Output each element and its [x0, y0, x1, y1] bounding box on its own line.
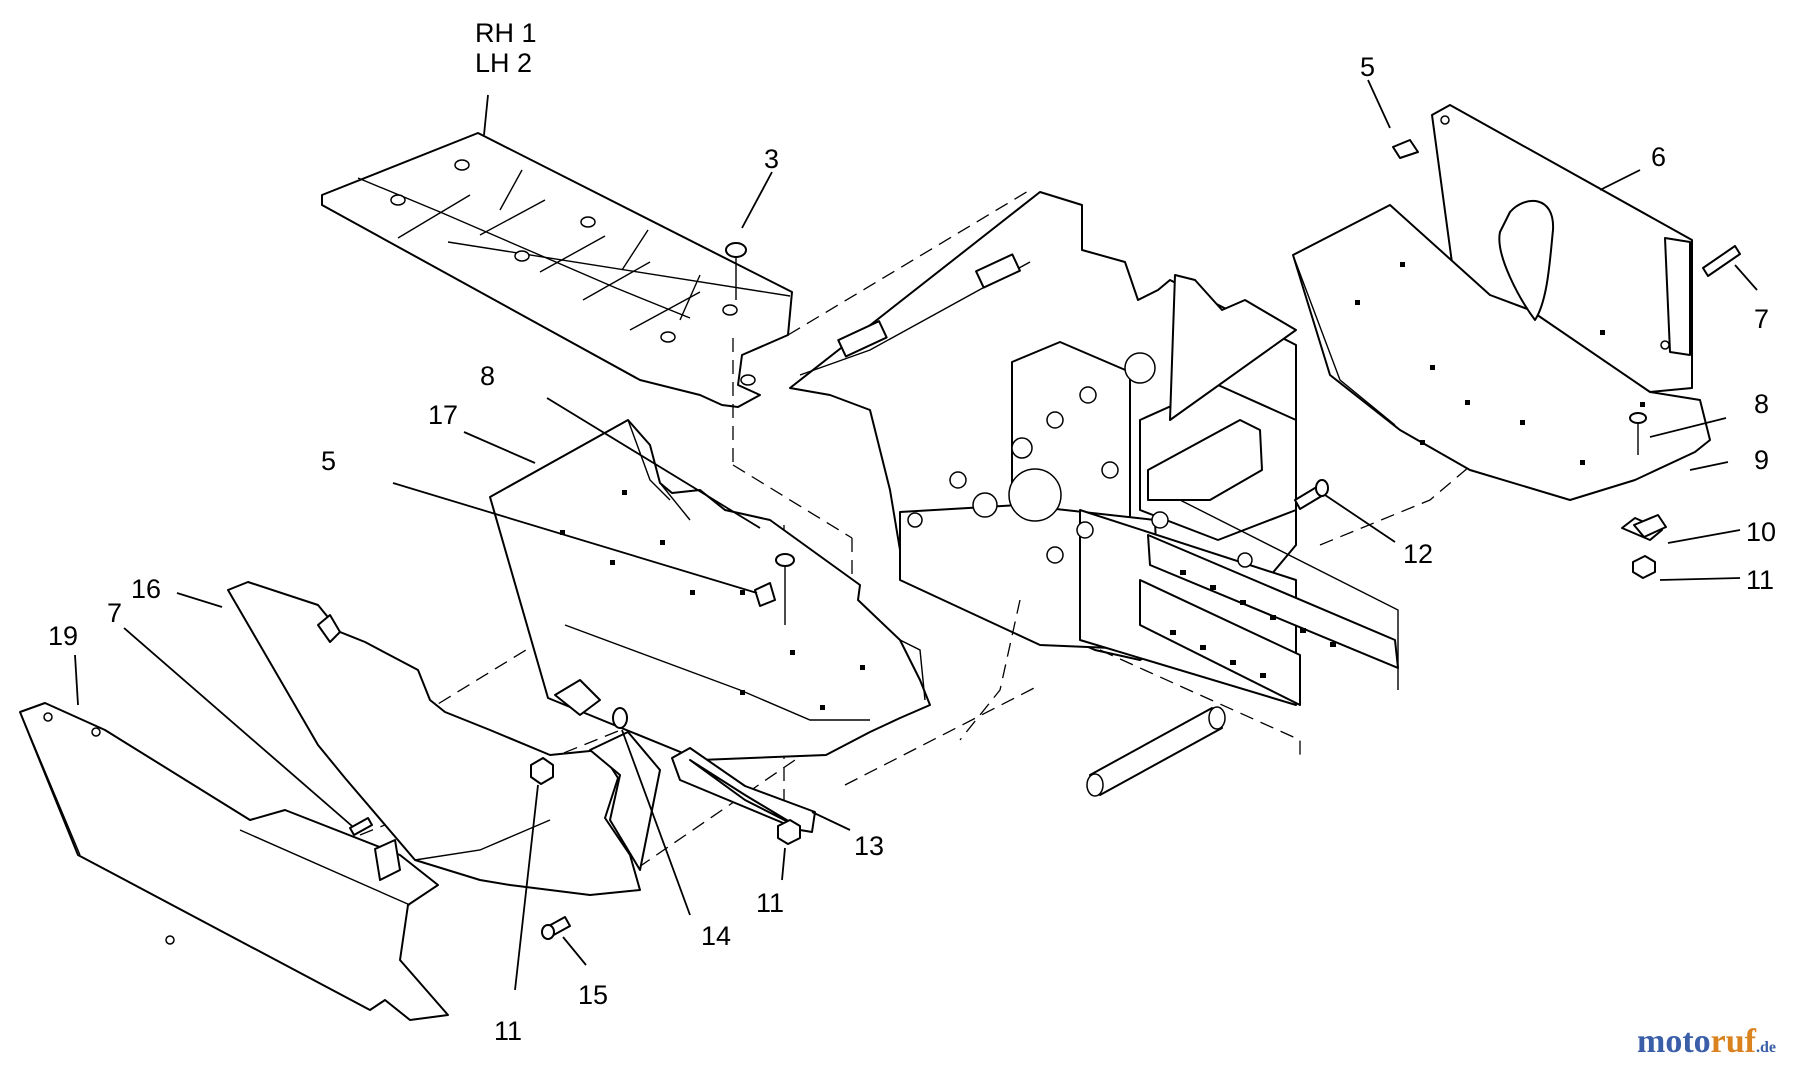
callout-11-right: 11	[1746, 565, 1774, 595]
callout-15: 15	[578, 980, 608, 1010]
callout-lh2: LH 2	[475, 48, 532, 78]
callout-6: 6	[1651, 142, 1666, 172]
nut-11-center-icon	[777, 819, 801, 845]
callout-7-right: 7	[1754, 304, 1769, 334]
washer-14-icon	[612, 707, 628, 729]
watermark-part3: .de	[1756, 1039, 1776, 1056]
bolt-7-left-icon	[349, 817, 373, 836]
callout-14: 14	[701, 921, 731, 951]
side-panel-part	[227, 581, 661, 896]
watermark-part1: moto	[1637, 1023, 1711, 1060]
callout-12: 12	[1403, 539, 1433, 569]
leader-lines	[74, 79, 1758, 991]
callout-17: 17	[428, 400, 458, 430]
watermark-part2: ruf	[1711, 1023, 1757, 1060]
running-board-part	[321, 132, 793, 408]
callout-3: 3	[764, 144, 779, 174]
callout-7-left: 7	[107, 598, 122, 628]
bolt-3-icon	[725, 242, 747, 258]
clip-5-icon	[1392, 139, 1419, 159]
front-panel-part	[19, 702, 449, 1021]
bracket-10-icon	[1633, 514, 1667, 538]
bolt-7-icon	[1702, 245, 1741, 277]
callout-11-bottom: 11	[494, 1016, 522, 1046]
callout-labels: RH 1 LH 2 3 5 6 7 8 9 10 11 12 8 17 5 16…	[48, 18, 1776, 1046]
bolt-8-icon	[1629, 412, 1647, 424]
callout-13: 13	[854, 831, 884, 861]
callout-5-left: 5	[321, 446, 336, 476]
callout-16: 16	[131, 574, 161, 604]
watermark-logo: motoruf.de	[1637, 1023, 1776, 1060]
main-frame	[789, 191, 1399, 797]
rear-shield-part	[1292, 104, 1711, 541]
nut-11-icon	[1632, 555, 1656, 579]
fasteners	[349, 139, 1741, 940]
callout-8-right: 8	[1754, 389, 1769, 419]
nut-11-bottom-icon	[530, 757, 554, 785]
callout-8-left: 8	[480, 361, 495, 391]
callout-5-top: 5	[1360, 52, 1375, 82]
clip-5-left-icon	[754, 582, 776, 607]
callout-11-center: 11	[756, 888, 784, 918]
floor-pan-part	[489, 419, 931, 761]
callout-10: 10	[1746, 517, 1776, 547]
callout-19: 19	[48, 621, 78, 651]
callout-9: 9	[1754, 445, 1769, 475]
callout-rh1: RH 1	[475, 18, 537, 48]
bolt-8-left-icon	[775, 553, 795, 567]
